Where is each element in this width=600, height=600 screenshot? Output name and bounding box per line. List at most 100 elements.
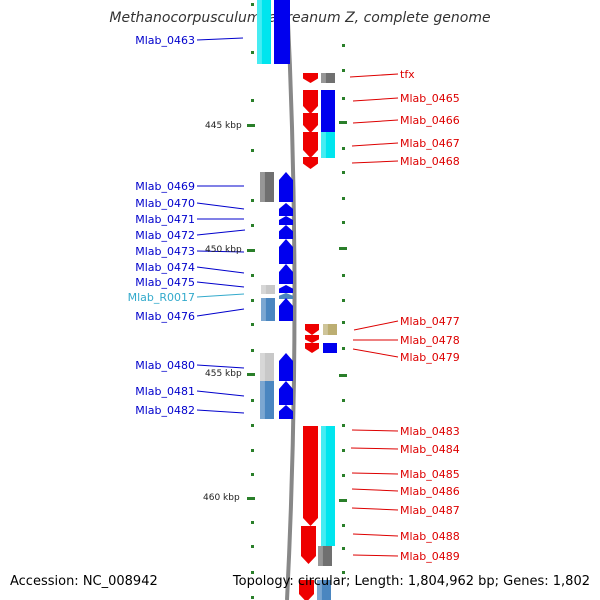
left-gene-label: Mlab_0481 — [135, 385, 195, 398]
right-gene-label: Mlab_0488 — [400, 530, 460, 543]
scale-label: 455 kbp — [205, 369, 242, 379]
right-gene-label: Mlab_0486 — [400, 485, 460, 498]
reverse-gene-arrow — [279, 298, 293, 321]
scale-tick — [342, 221, 345, 224]
scale-tick — [251, 224, 254, 227]
right-gene-label: tfx — [400, 68, 415, 81]
scale-tick — [247, 249, 255, 252]
label-connector — [196, 308, 245, 317]
left-gene-label: Mlab_0476 — [135, 310, 195, 323]
cog-box — [321, 132, 335, 158]
scale-tick — [342, 147, 345, 150]
scale-tick — [251, 449, 254, 452]
scale-tick — [251, 299, 254, 302]
cog-box — [261, 298, 275, 321]
scale-tick — [342, 347, 345, 350]
forward-gene-arrow — [301, 526, 316, 564]
right-gene-label: Mlab_0483 — [400, 425, 460, 438]
cog-box — [257, 0, 271, 64]
label-connector — [196, 229, 246, 236]
cog-box-shade — [260, 353, 265, 381]
forward-gene-arrow — [303, 90, 318, 114]
scale-tick — [251, 399, 254, 402]
forward-gene-arrow — [305, 324, 319, 335]
reverse-gene-arrow — [279, 381, 293, 405]
label-connector — [352, 97, 399, 102]
right-gene-label: Mlab_0465 — [400, 92, 460, 105]
label-connector — [351, 429, 399, 432]
left-gene-label: Mlab_0473 — [135, 245, 195, 258]
scale-tick — [342, 69, 345, 72]
reverse-gene-arrow — [279, 239, 293, 264]
scale-tick — [342, 171, 345, 174]
genome-backbone — [285, 0, 297, 600]
left-gene-label: Mlab_0472 — [135, 229, 195, 242]
right-gene-label: Mlab_0485 — [400, 468, 460, 481]
forward-gene-arrow — [303, 426, 318, 526]
cog-box — [321, 73, 335, 83]
right-gene-label: Mlab_0467 — [400, 137, 460, 150]
cog-box-shade — [321, 132, 326, 158]
left-gene-label: Mlab_R0017 — [128, 291, 195, 304]
label-connector — [196, 202, 245, 210]
reverse-gene-arrow — [279, 225, 293, 239]
reverse-gene-arrow — [279, 172, 293, 202]
topology-text: Topology: circular; Length: 1,804,962 bp… — [232, 574, 590, 589]
scale-tick — [247, 373, 255, 376]
scale-tick — [247, 124, 255, 127]
cog-box — [260, 172, 274, 202]
scale-tick — [251, 199, 254, 202]
scale-tick — [342, 547, 345, 550]
cog-box-shade — [323, 324, 328, 335]
scale-tick — [342, 274, 345, 277]
cog-box-shade — [318, 546, 323, 566]
cog-box — [323, 343, 337, 353]
cog-box — [321, 113, 335, 133]
scale-tick — [251, 521, 254, 524]
scale-tick — [342, 321, 345, 324]
scale-tick — [251, 596, 254, 599]
cog-box — [321, 90, 335, 114]
scale-tick — [342, 524, 345, 527]
label-connector — [196, 409, 245, 414]
scale-tick — [251, 349, 254, 352]
right-gene-label: Mlab_0478 — [400, 334, 460, 347]
label-connector — [351, 507, 399, 511]
label-connector — [352, 533, 399, 537]
forward-gene-arrow — [303, 113, 318, 133]
scale-tick — [251, 51, 254, 54]
label-connector — [196, 266, 245, 274]
scale-tick — [342, 449, 345, 452]
label-connector — [196, 364, 245, 369]
scale-tick — [342, 197, 345, 200]
left-gene-label: Mlab_0469 — [135, 180, 195, 193]
cog-box-shade — [321, 426, 326, 546]
cog-box — [318, 546, 332, 566]
label-connector — [353, 320, 399, 331]
scale-tick — [251, 571, 254, 574]
label-connector — [196, 293, 245, 298]
cog-box-shade — [317, 580, 322, 600]
right-gene-label: Mlab_0479 — [400, 351, 460, 364]
forward-gene-arrow — [303, 73, 318, 83]
scale-tick — [342, 299, 345, 302]
forward-gene-arrow — [305, 343, 319, 353]
left-gene-label: Mlab_0475 — [135, 276, 195, 289]
reverse-gene-arrow — [279, 216, 293, 225]
reverse-gene-arrow — [279, 285, 293, 293]
scale-tick — [251, 473, 254, 476]
label-connector — [351, 488, 399, 492]
right-gene-label: Mlab_0484 — [400, 443, 460, 456]
reverse-gene-arrow — [279, 405, 293, 419]
scale-tick — [251, 424, 254, 427]
cog-box — [260, 381, 274, 419]
cog-box — [317, 580, 331, 600]
scale-tick — [251, 545, 254, 548]
cog-box — [321, 426, 335, 546]
right-gene-label: Mlab_0477 — [400, 315, 460, 328]
scale-tick — [251, 149, 254, 152]
left-gene-label: Mlab_0474 — [135, 261, 195, 274]
left-gene-label: Mlab_0482 — [135, 404, 195, 417]
cog-box — [261, 285, 275, 294]
